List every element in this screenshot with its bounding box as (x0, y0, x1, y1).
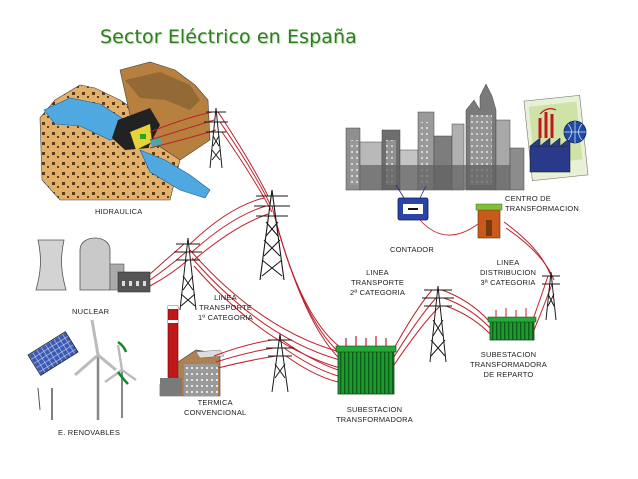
tower-5 (422, 285, 454, 363)
page-title: Sector Eléctrico en España (100, 26, 357, 48)
label-termica: TERMICA CONVENCIONAL (184, 398, 247, 417)
label-renovables: E. RENOVABLES (58, 428, 121, 437)
label-linea-transporte-2: LINEA TRANSPORTE 2ª CATEGORIA (350, 268, 406, 297)
tower-2 (254, 189, 290, 281)
label-hidraulica: HIDRAULICA (95, 207, 143, 216)
label-centro-transformacion: CENTRO DE TRANSFORMACION (505, 194, 580, 213)
hydraulic-plant (39, 61, 211, 201)
label-contador: CONTADOR (390, 245, 434, 254)
thermal-plant (159, 305, 225, 397)
tower-3 (174, 237, 202, 311)
industry-icon (523, 94, 589, 182)
tower-1 (204, 107, 228, 169)
city (345, 83, 525, 191)
label-nuclear: NUCLEAR (72, 307, 110, 316)
tower-4 (266, 333, 294, 393)
substation-distribution (487, 308, 537, 341)
label-subestacion: SUBESTACION TRANSFORMADORA (336, 405, 413, 424)
nuclear-plant (35, 237, 151, 293)
tower-distribution (542, 271, 560, 321)
label-linea-distribucion: LINEA DISTRIBUCION 3ª CATEGORIA (480, 258, 537, 287)
label-subestacion-reparto: SUBESTACION TRANSFORMADORA DE REPARTO (470, 350, 547, 379)
meter (397, 197, 429, 221)
label-linea-transporte-1: LINEA TRANSPORTE 1º CATEGORIA (198, 293, 254, 322)
renewables-plant (27, 319, 137, 420)
substation-main (335, 336, 397, 395)
transformation-center (475, 203, 503, 239)
